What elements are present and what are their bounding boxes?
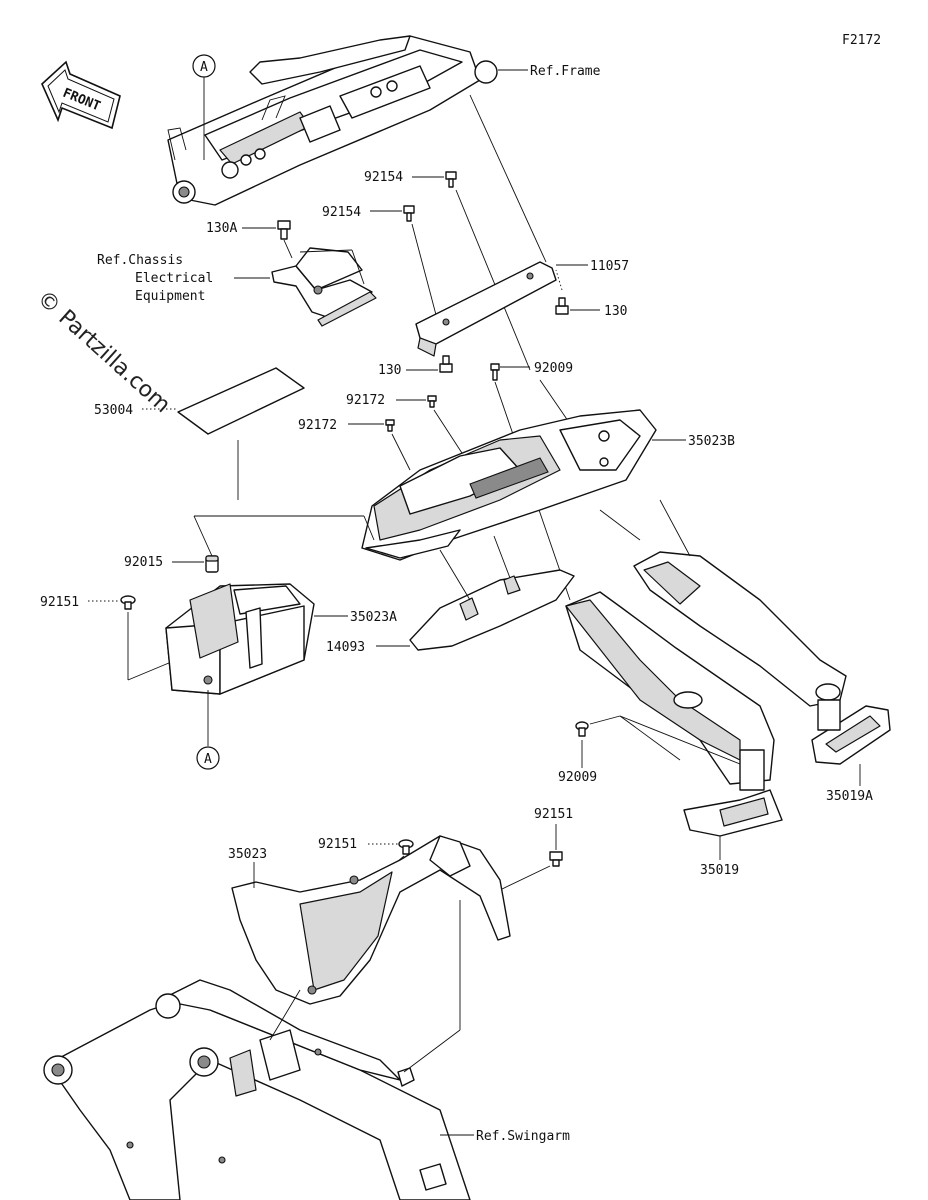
callout-92151-left: 92151 — [40, 595, 79, 610]
tail-cover-drawing — [565, 551, 847, 785]
reference-marker-a-bottom: A — [196, 690, 220, 770]
callout-92015: 92015 — [124, 555, 163, 570]
svg-text:A: A — [200, 60, 208, 75]
chassis-bracket-drawing — [271, 247, 377, 327]
ref-chassis-label-2: Electrical — [135, 271, 213, 286]
callout-35019a: 35019A — [826, 789, 873, 804]
callout-92154-upper: 92154 — [364, 170, 403, 185]
callout-92151-right: 92151 — [534, 807, 573, 822]
callout-130a: 130A — [206, 221, 237, 236]
ref-swingarm-label: Ref.Swingarm — [476, 1129, 570, 1144]
cover-14093-drawing — [409, 569, 575, 651]
screw-92172-lower-icon — [385, 419, 395, 432]
callout-130-left: 130 — [378, 363, 401, 378]
screw-92172-upper-icon — [427, 395, 437, 408]
callout-14093: 14093 — [326, 640, 365, 655]
bolt-130-right-icon — [555, 297, 569, 315]
rear-fender-35023-drawing — [231, 835, 511, 1005]
screw-92151-left-icon — [120, 595, 136, 610]
ref-chassis-label-3: Equipment — [135, 289, 205, 304]
front-arrow-icon: FRONT — [41, 60, 121, 130]
callout-35023b: 35023B — [688, 434, 735, 449]
screw-92009-upper-icon — [490, 363, 500, 381]
svg-text:A: A — [204, 752, 212, 767]
callout-35019: 35019 — [700, 863, 739, 878]
plate-35019-drawing — [683, 749, 783, 837]
swingarm-drawing — [43, 979, 471, 1200]
figure-id: F2172 — [842, 33, 881, 48]
callout-53004: 53004 — [94, 403, 133, 418]
ref-frame-drawing — [167, 35, 498, 206]
sheet-53004-drawing — [177, 367, 305, 435]
callout-92172-lower: 92172 — [298, 418, 337, 433]
grommet-92015-icon — [205, 555, 219, 573]
callout-11057: 11057 — [590, 259, 629, 274]
callout-130-right: 130 — [604, 304, 627, 319]
fender-35023b-drawing — [361, 409, 657, 561]
callout-92009-upper: 92009 — [534, 361, 573, 376]
callout-92172-upper: 92172 — [346, 393, 385, 408]
watermark: © Partzilla.com — [32, 286, 175, 418]
screw-92009-lower-icon — [575, 721, 589, 737]
callout-92154-lower: 92154 — [322, 205, 361, 220]
plate-35019a-drawing — [811, 699, 891, 765]
screw-92151-right-icon — [549, 851, 563, 867]
callout-92151-mid: 92151 — [318, 837, 357, 852]
callout-35023a: 35023A — [350, 610, 397, 625]
bolt-92154-upper-icon — [445, 171, 457, 188]
callout-35023: 35023 — [228, 847, 267, 862]
ref-frame-label: Ref.Frame — [530, 64, 601, 79]
bolt-130a-icon — [277, 220, 291, 240]
reference-marker-a-top: A — [192, 54, 216, 160]
screw-92151-mid-icon — [398, 839, 414, 855]
bolt-92154-lower-icon — [403, 205, 415, 222]
bolt-130-left-icon — [439, 355, 453, 373]
callout-92009-lower: 92009 — [558, 770, 597, 785]
battery-case-35023a-drawing — [165, 583, 315, 695]
ref-chassis-label-1: Ref.Chassis — [97, 253, 183, 268]
bracket-11057-drawing — [415, 94, 557, 357]
